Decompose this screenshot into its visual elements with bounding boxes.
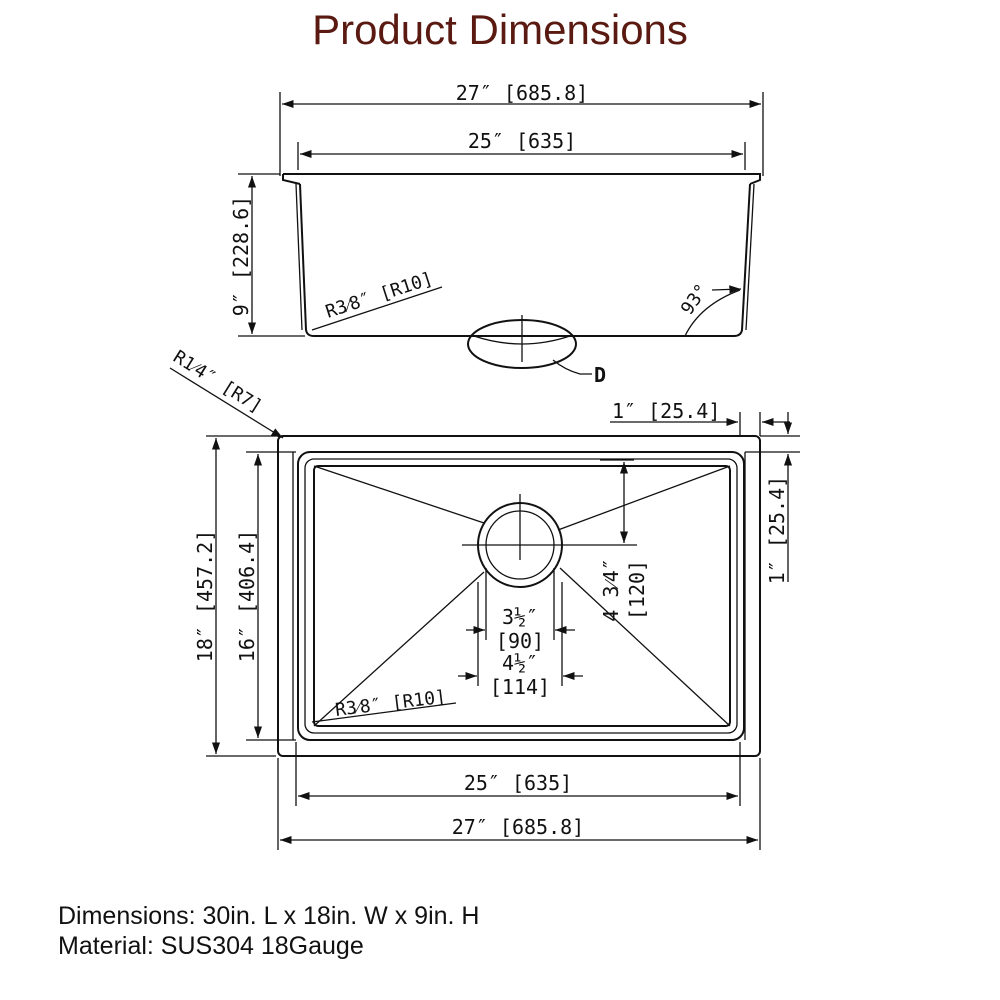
drain-outer-in-label: 4½″ — [502, 651, 538, 675]
side-bowl-inner — [295, 183, 755, 331]
side-overall-width-label: 27″ [685.8] — [456, 81, 588, 105]
drain-marker-label: D — [594, 363, 606, 387]
side-bowl-outline — [299, 183, 751, 337]
outer-radius-label: R1⁄4″ [R7] — [169, 346, 265, 417]
side-drain-leader — [552, 359, 592, 375]
dimensions-spec: Dimensions: 30in. L x 18in. W x 9in. H — [58, 902, 480, 930]
drain-offset-in-label: 4 3⁄4″ — [599, 558, 623, 622]
bowl-depth-label: 16″ [406.4] — [235, 530, 259, 662]
slope-line-top-left — [313, 465, 485, 524]
flange-width-label: 1″ [25.4] — [612, 399, 720, 423]
side-corner-radius-label: R3⁄8″ [R10] — [323, 268, 435, 322]
slope-line-top-right — [557, 465, 731, 531]
top-bowl-rim — [304, 458, 738, 734]
side-view: D 27″ [685.8] 25″ [635] 9″ [228.6] R3⁄8″… — [229, 81, 764, 387]
drain-outer-mm-label: [114] — [490, 675, 550, 699]
overall-depth-label: 18″ [457.2] — [193, 530, 217, 662]
top-bowl-floor — [313, 465, 731, 727]
side-angle-arrow — [711, 285, 742, 294]
flange-depth-label: 1″ [25.4] — [765, 476, 789, 584]
side-rim-left — [282, 174, 301, 185]
material-spec: Material: SUS304 18Gauge — [58, 932, 364, 960]
page-title: Product Dimensions — [312, 6, 688, 53]
side-height-label: 9″ [228.6] — [229, 196, 253, 316]
top-view: 4 3⁄4″ [120] 3½″ [90] 4½″ [114] R3⁄8″ [R… — [169, 346, 800, 850]
slope-line-bottom-right — [559, 567, 731, 727]
bottom-bowl-width-label: 25″ [635] — [464, 771, 572, 795]
top-bowl-outer — [297, 451, 745, 741]
side-bowl-width-label: 25″ [635] — [468, 129, 576, 153]
drain-offset-mm-label: [120] — [625, 560, 649, 620]
top-outer-flange — [277, 435, 761, 757]
drain-inner-mm-label: [90] — [496, 629, 544, 653]
bottom-radius-leader — [311, 702, 457, 723]
slope-line-bottom-left — [313, 571, 485, 727]
side-radius-leader — [311, 286, 443, 331]
drain-inner-in-label: 3½″ — [502, 605, 538, 629]
bottom-overall-width-label: 27″ [685.8] — [452, 815, 584, 839]
side-drain-cup — [473, 335, 571, 345]
side-rim — [283, 173, 761, 185]
outer-radius-leader — [169, 367, 284, 439]
side-wall-angle-label: 93° — [677, 280, 713, 319]
